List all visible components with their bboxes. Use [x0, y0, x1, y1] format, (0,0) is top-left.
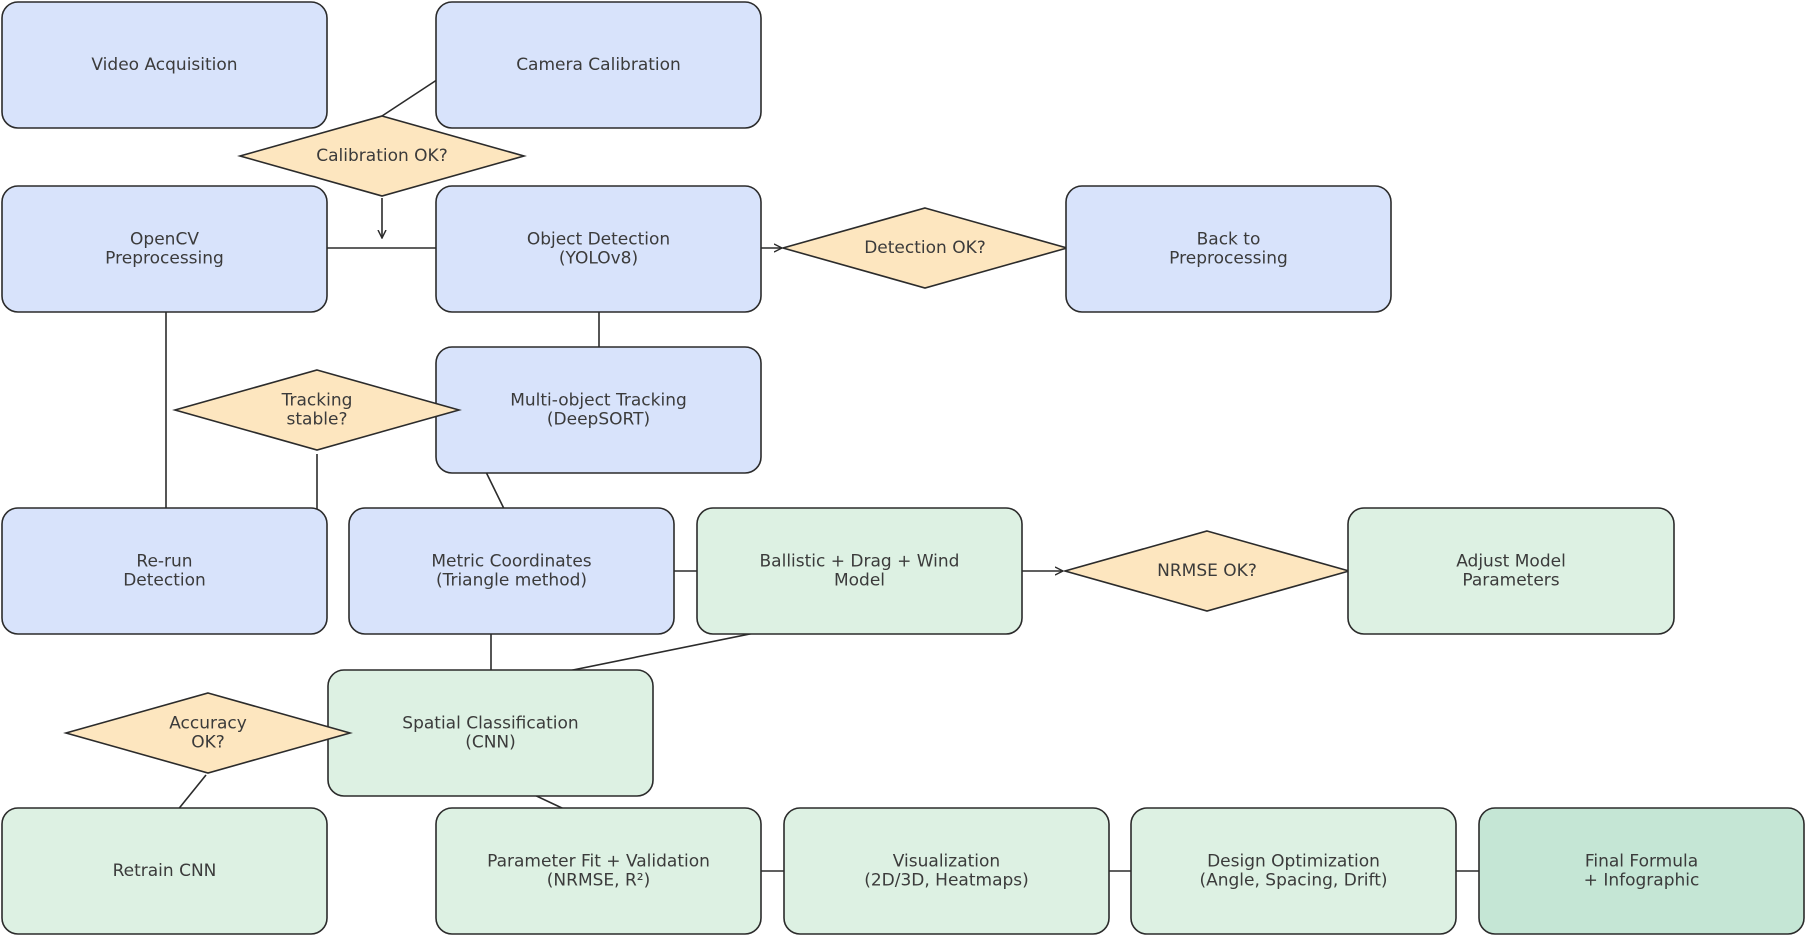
process-final-formula: Final Formula+ Infographic	[1478, 807, 1805, 935]
accuracy-ok-label-line-1: Accuracy	[169, 714, 247, 734]
process-camera-calibration: Camera Calibration	[435, 1, 762, 129]
tracking-stable-label-line-1: Tracking	[281, 391, 353, 411]
multi-object-tracking-label-line-2: (DeepSORT)	[547, 410, 650, 430]
object-detection-label-line-2: (YOLOv8)	[559, 249, 638, 269]
camera-calibration-label-line-1: Camera Calibration	[516, 55, 681, 75]
adjust-model-label-line-1: Adjust Model	[1456, 552, 1566, 572]
nrmse-ok-label-line-1: NRMSE OK?	[1157, 561, 1257, 581]
design-optimization-box	[1130, 807, 1457, 935]
video-acquisition-box	[1, 1, 328, 129]
video-acquisition-label-line-1: Video Acquisition	[91, 55, 237, 75]
design-optimization-label-line-2: (Angle, Spacing, Drift)	[1199, 871, 1387, 891]
decision-detection-ok: Detection OK?	[780, 207, 1070, 289]
nrmse-ok-diamond	[1062, 530, 1352, 612]
metric-coordinates-label-line-2: (Triangle method)	[436, 571, 587, 591]
rerun-detection-box	[1, 507, 328, 635]
visualization-label-line-2: (2D/3D, Heatmaps)	[864, 871, 1029, 891]
process-metric-coordinates: Metric Coordinates(Triangle method)	[348, 507, 675, 635]
spatial-classification-label-line-2: (CNN)	[465, 733, 516, 753]
opencv-preprocessing-box	[1, 185, 328, 313]
tracking-stable-diamond	[172, 369, 462, 451]
metric-coordinates-label-line-1: Metric Coordinates	[431, 552, 591, 572]
adjust-model-label-line-2: Parameters	[1462, 571, 1559, 591]
visualization-box	[783, 807, 1110, 935]
retrain-cnn-box	[1, 807, 328, 935]
accuracy-ok-diamond	[63, 692, 353, 774]
ballistic-model-label-line-1: Ballistic + Drag + Wind	[760, 552, 960, 572]
visualization-label-line-1: Visualization	[893, 852, 1000, 872]
decision-calibration-ok: Calibration OK?	[237, 115, 527, 197]
process-video-acquisition: Video Acquisition	[1, 1, 328, 129]
decision-nrmse-ok: NRMSE OK?	[1062, 530, 1352, 612]
process-object-detection: Object Detection(YOLOv8)	[435, 185, 762, 313]
opencv-preprocessing-label-line-1: OpenCV	[130, 230, 199, 250]
back-to-preprocessing-label-line-1: Back to	[1197, 230, 1261, 250]
process-retrain-cnn: Retrain CNN	[1, 807, 328, 935]
parameter-fit-label-line-2: (NRMSE, R²)	[547, 871, 650, 891]
process-visualization: Visualization(2D/3D, Heatmaps)	[783, 807, 1110, 935]
design-optimization-label-line-1: Design Optimization	[1207, 852, 1380, 872]
metric-coordinates-box	[348, 507, 675, 635]
parameter-fit-box	[435, 807, 762, 935]
back-to-preprocessing-label-line-2: Preprocessing	[1169, 249, 1288, 269]
adjust-model-box	[1347, 507, 1675, 635]
final-formula-label-line-2: + Infographic	[1584, 871, 1700, 891]
ballistic-model-box	[696, 507, 1023, 635]
tracking-stable-label-line-2: stable?	[287, 410, 348, 430]
multi-object-tracking-label-line-1: Multi-object Tracking	[510, 391, 687, 411]
back-to-preprocessing-box	[1065, 185, 1392, 313]
detection-ok-diamond	[780, 207, 1070, 289]
detection-ok-label-line-1: Detection OK?	[864, 238, 986, 258]
process-spatial-classification: Spatial Classification(CNN)	[327, 669, 654, 797]
object-detection-label-line-1: Object Detection	[527, 230, 670, 250]
accuracy-ok-label-line-2: OK?	[191, 733, 225, 753]
final-formula-label-line-1: Final Formula	[1585, 852, 1698, 872]
final-formula-box	[1478, 807, 1805, 935]
opencv-preprocessing-label-line-2: Preprocessing	[105, 249, 224, 269]
parameter-fit-label-line-1: Parameter Fit + Validation	[487, 852, 710, 872]
retrain-cnn-label-line-1: Retrain CNN	[113, 861, 217, 881]
ballistic-model-label-line-2: Model	[834, 571, 885, 591]
calibration-ok-diamond	[237, 115, 527, 197]
object-detection-box	[435, 185, 762, 313]
spatial-classification-label-line-1: Spatial Classification	[402, 714, 578, 734]
process-parameter-fit: Parameter Fit + Validation(NRMSE, R²)	[435, 807, 762, 935]
process-multi-object-tracking: Multi-object Tracking(DeepSORT)	[435, 346, 762, 474]
process-design-optimization: Design Optimization(Angle, Spacing, Drif…	[1130, 807, 1457, 935]
rerun-detection-label-line-2: Detection	[123, 571, 206, 591]
rerun-detection-label-line-1: Re-run	[136, 552, 192, 572]
calibration-ok-label-line-1: Calibration OK?	[316, 146, 447, 166]
camera-calibration-box	[435, 1, 762, 129]
